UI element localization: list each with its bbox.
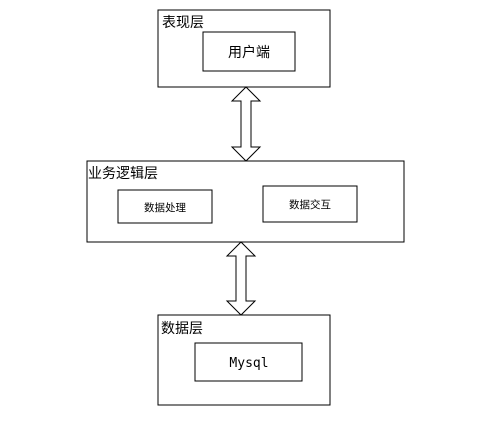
- data-interaction-box: [262, 185, 358, 223]
- client-box-label: 用户端: [228, 44, 270, 61]
- mysql-box: [194, 342, 303, 382]
- data-interaction-label: 数据交互: [289, 198, 331, 211]
- presentation-layer-title: 表现层: [162, 15, 204, 31]
- logic-layer: 业务逻辑层 数据处理 数据交互: [86, 160, 405, 243]
- client-box: [202, 31, 296, 72]
- data-layer: 数据层 Mysql: [157, 314, 331, 406]
- mysql-box-label: Mysql: [229, 356, 268, 371]
- double-arrow-bottom: [225, 241, 257, 316]
- data-layer-title: 数据层: [161, 321, 203, 337]
- double-arrow-top: [230, 86, 262, 162]
- data-processing-label: 数据处理: [144, 201, 186, 214]
- logic-layer-title: 业务逻辑层: [88, 166, 158, 182]
- presentation-layer: 表现层 用户端: [157, 9, 331, 88]
- data-processing-box: [117, 189, 213, 224]
